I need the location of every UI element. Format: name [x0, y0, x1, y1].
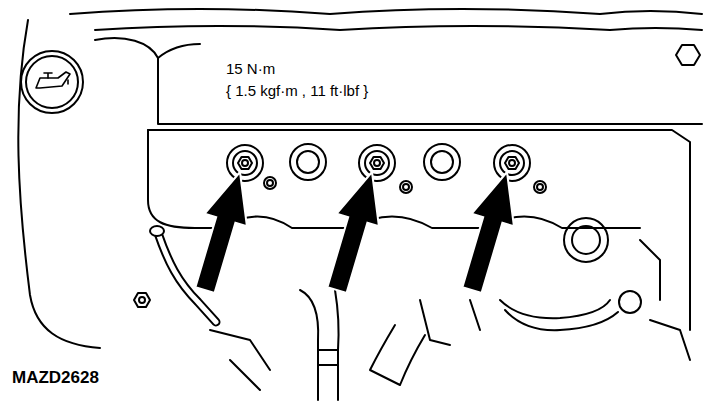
- nut: [227, 145, 263, 181]
- tube-end: [150, 226, 164, 236]
- cover-ridge: [95, 26, 702, 30]
- boss: [424, 144, 460, 180]
- panel-edge: [158, 44, 200, 58]
- bracket-part: [640, 240, 690, 360]
- bracket-part: [420, 300, 480, 345]
- torque-spec: 15 N·m: [226, 60, 275, 78]
- small-bolt: [264, 177, 276, 189]
- cover-ridge: [70, 9, 702, 14]
- boss: [290, 144, 326, 180]
- bolt-head: [134, 293, 150, 307]
- small-bolt: [403, 184, 409, 190]
- small-bolt: [537, 184, 543, 190]
- pointer-arrow: [462, 172, 514, 293]
- boss: [572, 226, 600, 254]
- hose: [318, 350, 338, 365]
- bolt-head: [676, 45, 700, 65]
- bolt-head: [139, 297, 145, 303]
- cover-edge: [18, 20, 100, 348]
- label-holder: { 1.5 kgf·m , 11 ft·lbf }: [226, 82, 368, 100]
- small-bolt: [267, 180, 273, 186]
- nut: [494, 145, 530, 181]
- hose: [500, 300, 610, 318]
- nut: [359, 145, 395, 181]
- small-bolt: [400, 181, 412, 193]
- pointer-arrow: [195, 172, 247, 293]
- small-bolt: [534, 181, 546, 193]
- oil-can-symbol: [36, 72, 70, 88]
- pipe: [370, 325, 425, 385]
- boss: [564, 218, 608, 262]
- oil-cap: [21, 51, 83, 113]
- hose: [300, 290, 318, 400]
- torque-spec-alt-units: { 1.5 kgf·m , 11 ft·lbf }: [226, 82, 368, 100]
- oil-cap: [26, 56, 78, 108]
- oil-can-symbol: [44, 73, 68, 84]
- bracket-part: [210, 330, 270, 390]
- hose: [505, 310, 618, 330]
- hose: [335, 290, 339, 400]
- pointer-arrow: [327, 172, 379, 293]
- label-holder: 15 N·m: [226, 60, 275, 78]
- figure-code: MAZD2628: [12, 368, 99, 388]
- panel-edge: [95, 38, 702, 124]
- label-holder: MAZD2628: [12, 368, 99, 388]
- fitting: [619, 291, 641, 313]
